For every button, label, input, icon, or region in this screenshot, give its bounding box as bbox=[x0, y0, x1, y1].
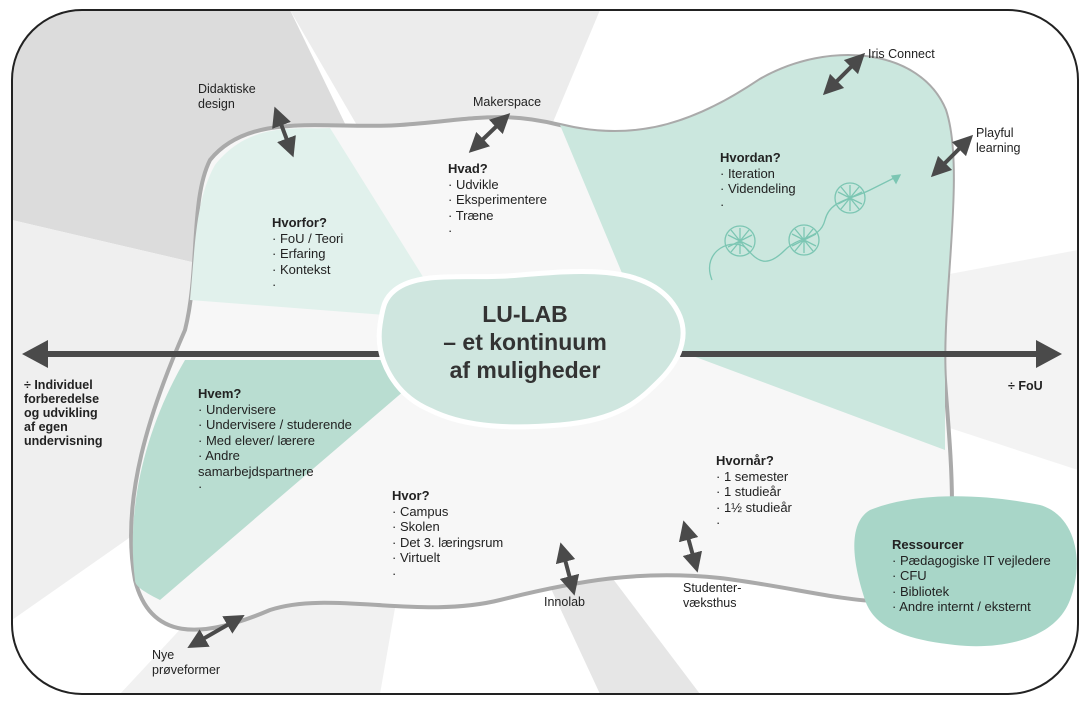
section-title: Hvornår? bbox=[716, 453, 774, 468]
arrow-playful bbox=[930, 134, 974, 178]
arrow-innolab bbox=[555, 542, 580, 596]
center-title: LU-LAB – et kontinuum af muligheder bbox=[380, 300, 670, 384]
section-title: Hvad? bbox=[448, 161, 488, 176]
center-title-line1: LU-LAB bbox=[482, 301, 568, 327]
section-title: Hvem? bbox=[198, 386, 242, 401]
section-title: Hvordan? bbox=[720, 150, 781, 165]
label-innolab: Innolab bbox=[544, 595, 586, 609]
center-title-line3: af muligheder bbox=[449, 357, 601, 383]
label-makerspace: Makerspace bbox=[473, 95, 542, 109]
label-didaktiske: Didaktiske design bbox=[198, 82, 256, 111]
label-iris: Iris Connect bbox=[868, 47, 935, 61]
continuum-left-arrowhead bbox=[22, 340, 48, 368]
axis-left-label: ÷ Individuel forberedelse og udvikling a… bbox=[24, 378, 103, 448]
section-hvorfor: Hvorfor? · FoU / Teori · Erfaring · Kont… bbox=[272, 215, 344, 292]
arrow-didaktiske bbox=[272, 106, 296, 158]
section-title: Hvor? bbox=[392, 488, 430, 503]
arrow-studenter bbox=[678, 520, 703, 573]
arrow-nye bbox=[187, 615, 245, 648]
label-playful: Playful learning bbox=[976, 126, 1021, 155]
arrow-iris bbox=[822, 52, 866, 96]
axis-right-label: ÷ FoU bbox=[1008, 379, 1043, 393]
section-hvordan: Hvordan? · Iteration · Videndeling · bbox=[720, 150, 796, 212]
section-title: Hvorfor? bbox=[272, 215, 327, 230]
center-title-line2: – et kontinuum bbox=[443, 329, 607, 355]
label-studenter: Studenter- væksthus bbox=[683, 581, 742, 610]
section-hvor: Hvor? · Campus · Skolen · Det 3. lærings… bbox=[392, 488, 504, 581]
section-hvad: Hvad? · Udvikle · Eksperimentere · Træne… bbox=[448, 161, 547, 238]
section-hvem: Hvem? · Undervisere · Undervisere / stud… bbox=[198, 386, 352, 494]
ressourcer-blob bbox=[854, 496, 1077, 647]
section-hvornaar: Hvornår? · 1 semester · 1 studieår · 1½ … bbox=[716, 453, 792, 530]
center-blob bbox=[376, 269, 686, 430]
iteration-doodle bbox=[709, 174, 902, 281]
connector-arrows bbox=[187, 52, 974, 648]
continuum-right-arrowhead bbox=[1036, 340, 1062, 368]
section-title: Ressourcer bbox=[892, 537, 964, 552]
section-ressourcer: Ressourcer · Pædagogiske IT vejledere · … bbox=[892, 537, 1051, 614]
label-nye: Nye prøveformer bbox=[152, 648, 221, 677]
outer-frame bbox=[11, 9, 1079, 695]
arrow-makerspace bbox=[468, 113, 511, 153]
